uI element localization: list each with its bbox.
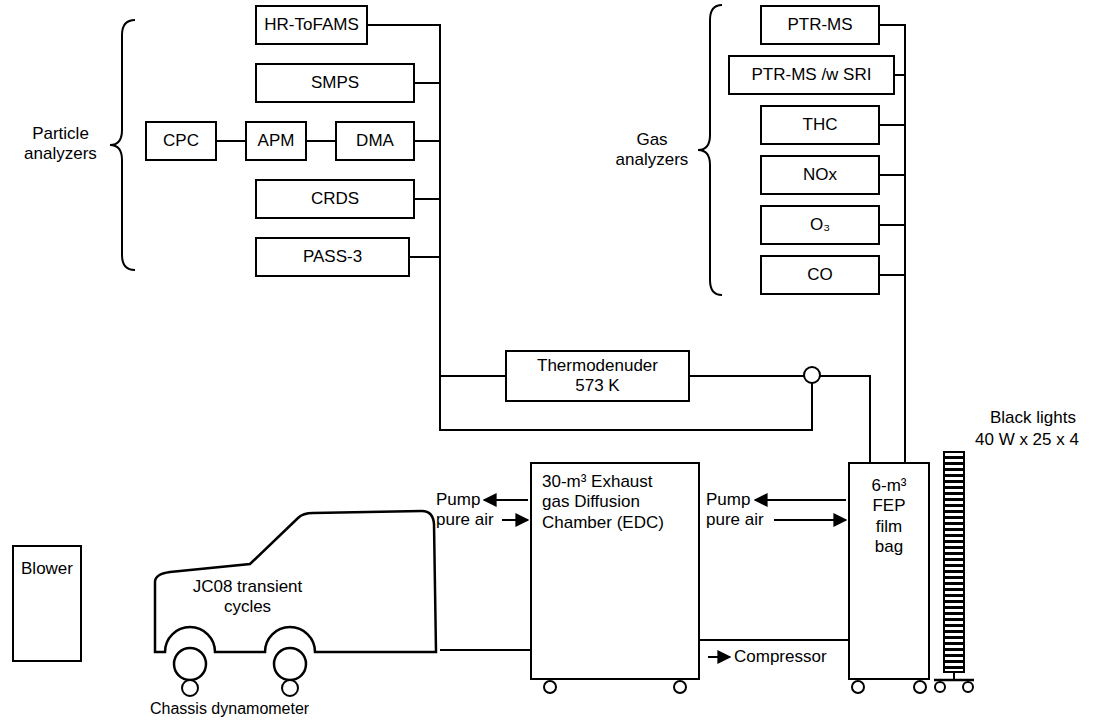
node-text: CRDS (311, 189, 359, 209)
node-text: APM (258, 131, 295, 151)
group-label: Particle analyzers (18, 124, 103, 165)
connector-line (880, 175, 905, 462)
connector-line (880, 125, 905, 462)
node-text: HR-ToFAMS (264, 15, 358, 35)
flow-label: Pump pure air (706, 490, 776, 531)
node-text: NOx (803, 165, 837, 185)
analyzer-box: APM (245, 121, 307, 161)
connector-line (415, 199, 505, 376)
caster-wheel (935, 682, 945, 692)
analyzer-box: PASS-3 (255, 237, 410, 277)
node-text: PTR-MS (787, 15, 852, 35)
connector-line (307, 140, 335, 142)
pump-arrow (774, 519, 846, 521)
flow-label: Pump pure air (436, 490, 506, 531)
caster-wheel (914, 681, 926, 693)
pump-arrow (755, 499, 846, 501)
car-wheel (174, 648, 206, 680)
node-text: CO (807, 265, 833, 285)
pump-arrow (484, 499, 528, 501)
connector-line (415, 141, 505, 376)
analyzer-box: CO (760, 255, 880, 295)
node-text: Thermodenuder 573 K (528, 356, 668, 397)
analyzer-box: PTR-MS (760, 5, 880, 45)
node-text: THC (803, 115, 838, 135)
pump-arrow (502, 519, 528, 521)
analyzer-box: O₃ (760, 205, 880, 245)
analyzer-box: PTR-MS /w SRI (728, 55, 895, 95)
bracket (110, 20, 135, 270)
flow-label: Compressor (734, 647, 827, 667)
connector-line (410, 257, 505, 376)
node-text: PASS-3 (303, 247, 362, 267)
car-body (155, 511, 436, 652)
connector-line (415, 83, 505, 376)
node-text: PTR-MS /w SRI (752, 65, 872, 85)
node-text: 30-m³ Exhaust gas Diffusion Chamber (EDC… (542, 472, 667, 533)
analyzer-box: HR-ToFAMS (255, 5, 368, 45)
lamp-label: Black lights (990, 408, 1076, 428)
dynamometer-label: Chassis dynamometer (150, 699, 309, 718)
connector-line (880, 275, 905, 462)
node-text: 6-m³ FEP film bag (864, 476, 914, 558)
connector-line (880, 225, 905, 462)
caster-wheel (544, 681, 556, 693)
node-text: SMPS (311, 73, 359, 93)
connector-line (895, 75, 905, 462)
caster-wheel (852, 681, 864, 693)
node-text: CPC (163, 131, 199, 151)
valve (804, 367, 820, 383)
bracket (698, 5, 722, 295)
car-wheel (274, 648, 306, 680)
analyzer-box: DMA (335, 121, 415, 161)
caster-wheel (963, 682, 973, 692)
chamber-box: 30-m³ Exhaust gas Diffusion Chamber (EDC… (530, 462, 700, 680)
analyzer-box: CRDS (255, 179, 415, 219)
blower-box: Blower (12, 545, 82, 662)
bag-box: 6-m³ FEP film bag (848, 462, 930, 680)
compressor-arrow (708, 656, 730, 658)
connector-line (217, 140, 245, 142)
node-text: O₃ (810, 215, 830, 235)
analyzer-box: NOx (760, 155, 880, 195)
analyzer-box: CPC (145, 121, 217, 161)
dynamometer-roller (282, 680, 298, 696)
dynamometer-roller (182, 680, 198, 696)
analyzer-box: SMPS (255, 63, 415, 103)
connector-line (690, 376, 870, 462)
group-label: Gas analyzers (610, 130, 694, 171)
analyzer-box: THC (760, 105, 880, 145)
lamp-label: 40 W x 25 x 4 (975, 430, 1079, 450)
connector-line (700, 639, 848, 641)
node-text: DMA (356, 131, 394, 151)
black-light-panel (944, 452, 964, 672)
thermodenuder-box: Thermodenuder 573 K (505, 350, 690, 402)
caster-wheel (674, 681, 686, 693)
node-text: JC08 transient cycles (185, 577, 310, 618)
node-text: Blower (21, 559, 73, 579)
connector-line (440, 649, 530, 651)
vehicle: JC08 transient cycles (150, 502, 440, 662)
light-stand (934, 679, 974, 682)
